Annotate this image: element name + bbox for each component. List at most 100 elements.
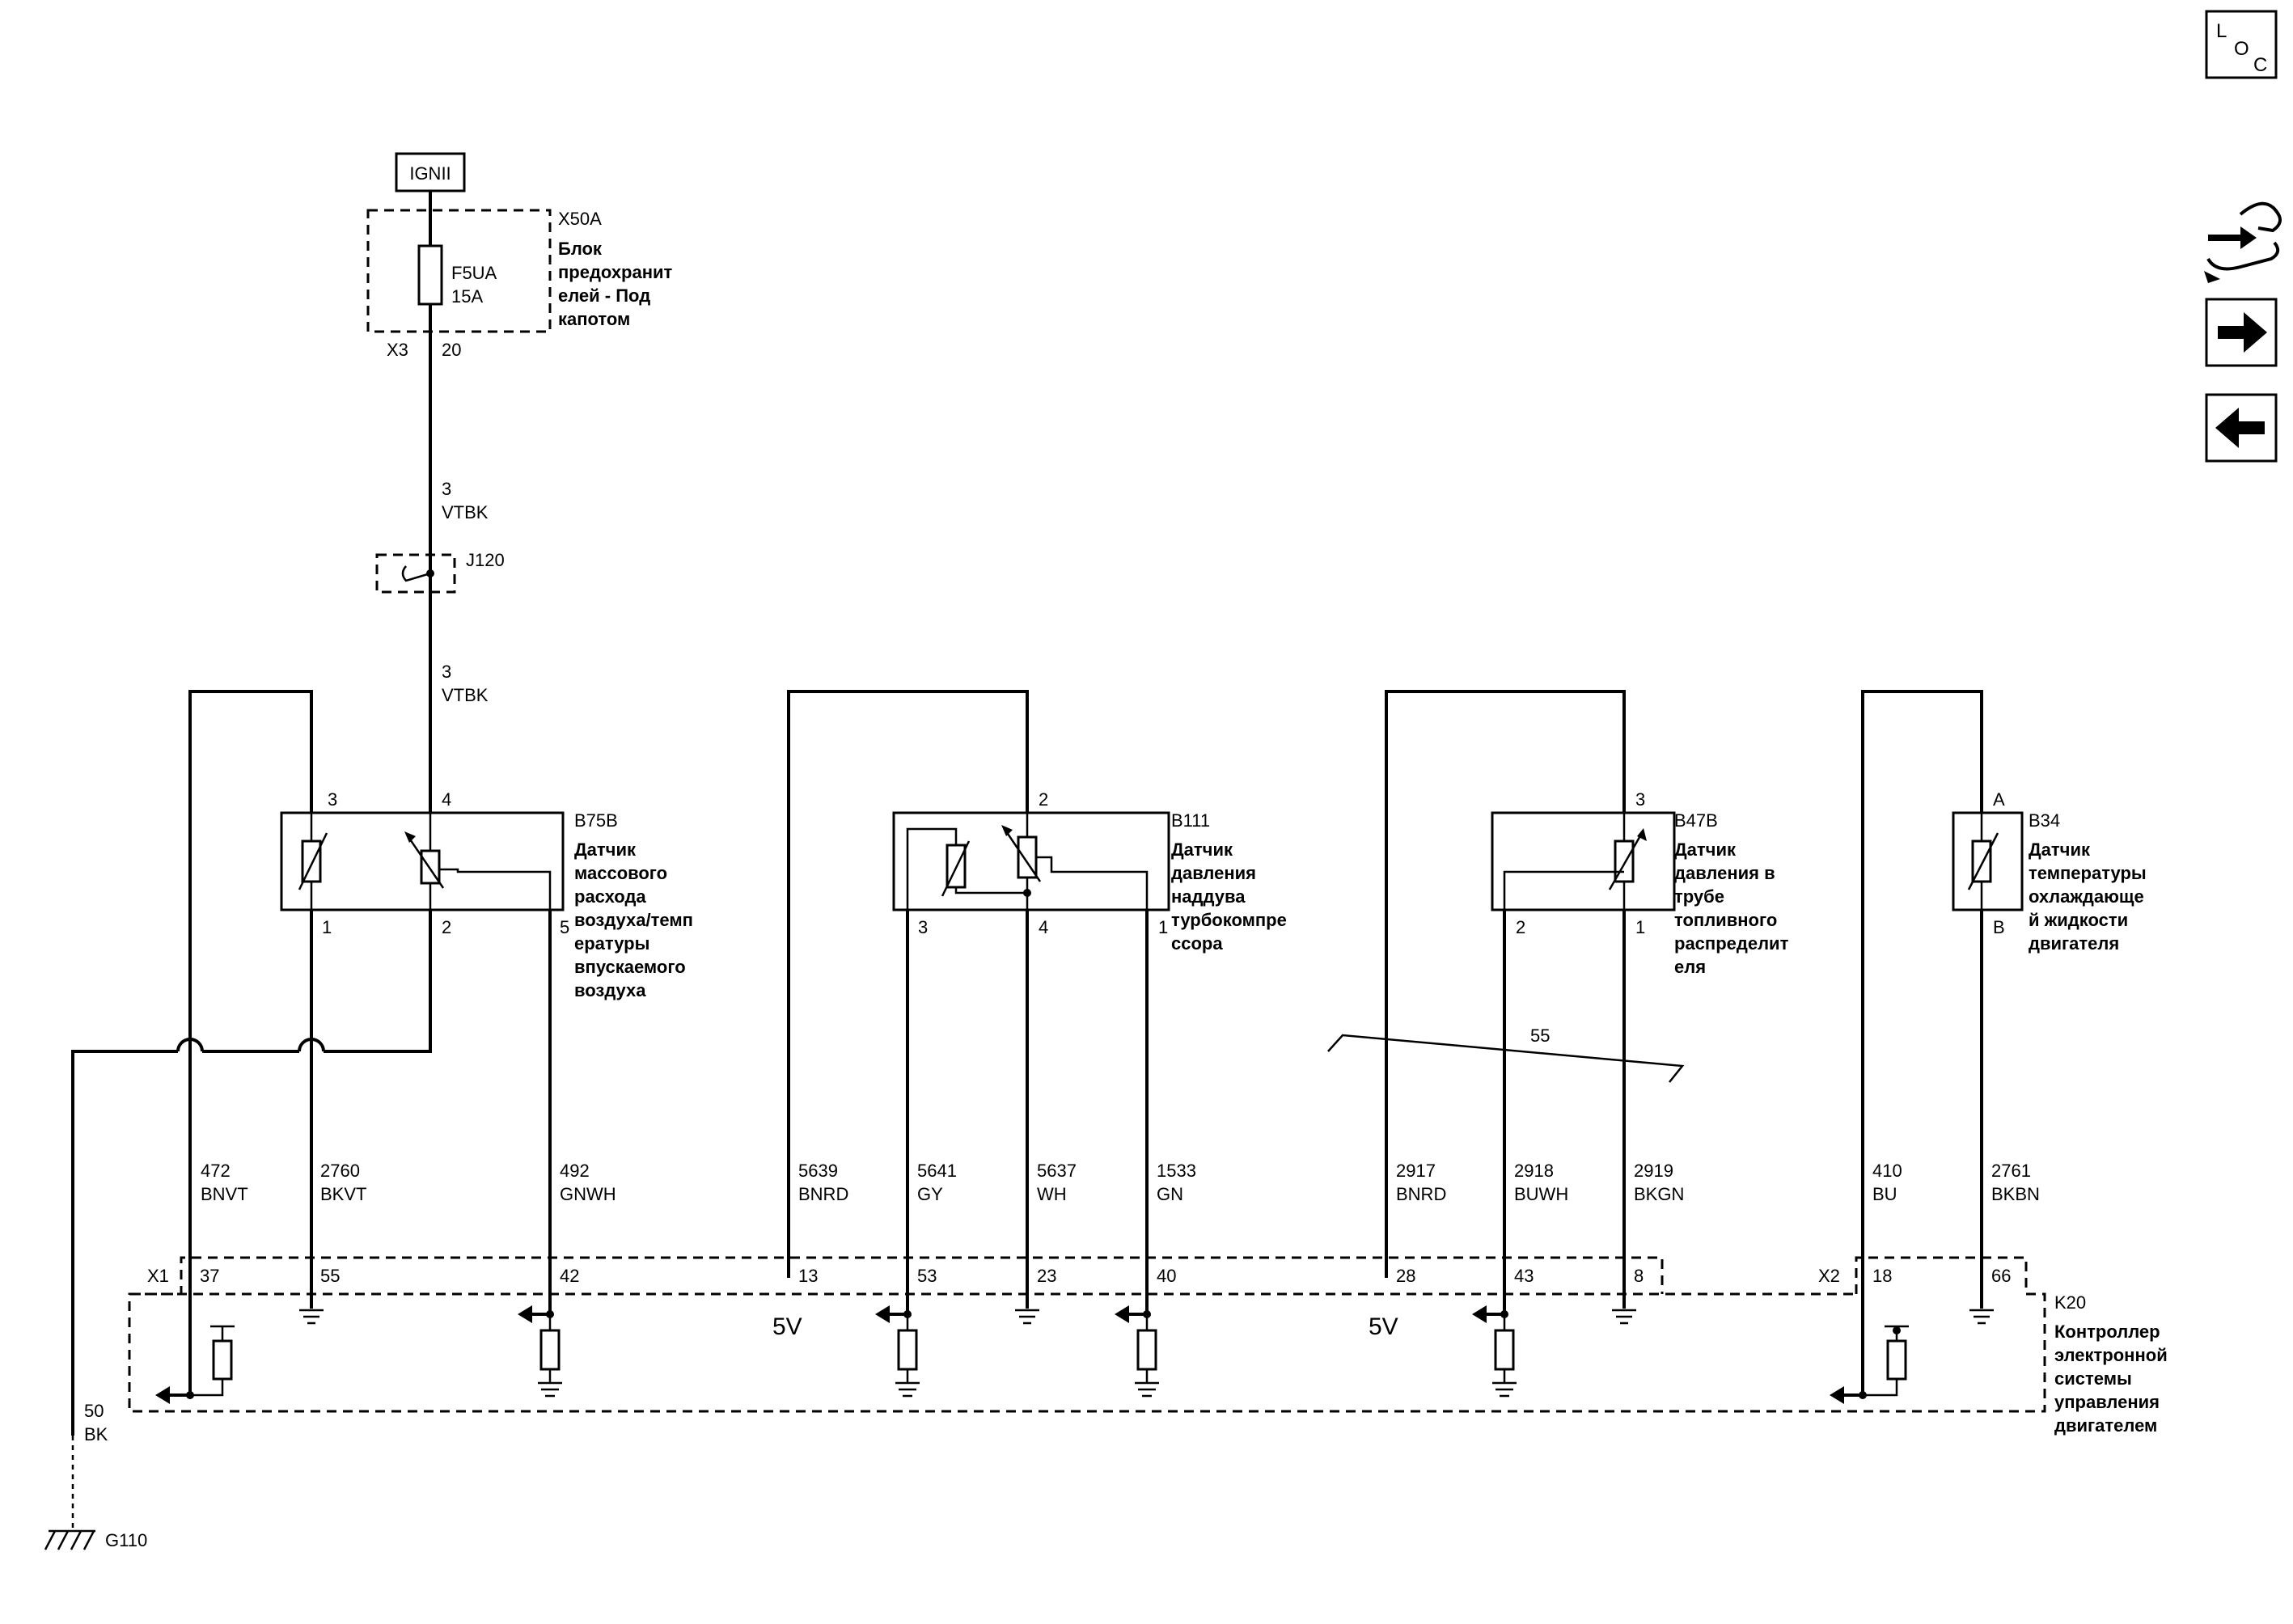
sensor-b47b: 3 2 1 B47B Датчик давления в трубе топли…: [1385, 690, 1789, 1278]
b75b-desc-5: ературы: [574, 933, 649, 954]
wire-label-5637: 5637: [1037, 1161, 1077, 1181]
b111-pin-3: 3: [918, 917, 928, 937]
fuse-rating: 15A: [451, 286, 483, 307]
fuse-block-desc-1: Блок: [558, 239, 603, 259]
b47b-desc-6: еля: [1674, 957, 1706, 977]
b47b-pin-3: 3: [1635, 789, 1645, 810]
b111-id: B111: [1171, 810, 1210, 831]
ecm-desc-1: Контроллер: [2054, 1322, 2160, 1342]
ecm-5v-label-2: 5V: [1369, 1313, 1398, 1340]
wire-color-2760: BKVT: [320, 1184, 366, 1204]
wire-label-5639: 5639: [798, 1161, 838, 1181]
connector-x1: X1: [147, 1266, 169, 1286]
b75b-pin-5: 5: [560, 917, 569, 937]
ecm-pin-42: 42: [560, 1266, 579, 1286]
wire-label-492: 492: [560, 1161, 590, 1181]
b47b-pin-1: 1: [1635, 917, 1645, 937]
wire-label-2761: 2761: [1991, 1161, 2031, 1181]
connector-x2-header: [1855, 1256, 2028, 1294]
connector-x1-header: [131, 1256, 1664, 1296]
crossover-2760: [298, 1038, 325, 1052]
fuse-connector: X3: [387, 340, 408, 360]
b34-pin-b: B: [1993, 917, 2005, 937]
fuse-block-id: X50A: [558, 209, 602, 229]
location-view-button[interactable]: L O C: [2205, 10, 2278, 79]
ground-wire-color: BK: [84, 1424, 108, 1444]
ecm-desc-2: электронной: [2054, 1345, 2168, 1365]
ecm-pin-66: 66: [1991, 1266, 2011, 1286]
b75b-desc-7: воздуха: [574, 980, 646, 1000]
ecm-ground-66: [1969, 1309, 1994, 1325]
connector-x2: X2: [1818, 1266, 1840, 1286]
loc-letter-l: L: [2216, 20, 2227, 42]
b34-pin-a: A: [1993, 789, 2005, 810]
shield-drain-circuit: 55: [1530, 1026, 1550, 1046]
ground-wire-circuit: 50: [84, 1401, 104, 1421]
ecm-pulldown-2918: [1472, 1305, 1517, 1398]
b111-desc-1: Датчик: [1171, 839, 1233, 860]
wire-color-492: GNWH: [560, 1184, 616, 1204]
b75b-pin-4: 4: [442, 789, 451, 810]
b47b-desc-4: топливного: [1674, 910, 1777, 930]
wire-410-loop: [1861, 690, 1983, 1395]
ignition-source: IGNII: [395, 152, 466, 192]
crossover-472: [176, 1038, 204, 1052]
wire-color-2918: BUWH: [1514, 1184, 1568, 1204]
wire-color-2917: BNRD: [1396, 1184, 1446, 1204]
b47b-desc-1: Датчик: [1674, 839, 1737, 860]
ecm-5v-label-1: 5V: [772, 1313, 802, 1340]
b34-desc-1: Датчик: [2029, 839, 2091, 860]
fuse-name: F5UA: [451, 263, 497, 283]
ecm-pullup-410: [1830, 1325, 1909, 1404]
wire-label-2760: 2760: [320, 1161, 360, 1181]
b111-desc-3: наддува: [1171, 886, 1246, 907]
ecm-pulldown-492: [518, 1305, 562, 1398]
ecm-desc-3: системы: [2054, 1368, 2132, 1389]
wire-color-2919: BKGN: [1634, 1184, 1684, 1204]
wire-label-472: 472: [201, 1161, 231, 1181]
fuse-block: X50A Блок предохранит елей - Под капотом…: [366, 209, 673, 360]
b111-desc-2: давления: [1171, 863, 1256, 883]
b47b-desc-3: трубе: [1674, 886, 1724, 907]
ecm-pin-55: 55: [320, 1266, 340, 1286]
b47b-desc-5: распределит: [1674, 933, 1789, 954]
feed-wire-2-color: VTBK: [442, 685, 489, 705]
splice-j120: J120: [375, 550, 505, 594]
ecm-pin-40: 40: [1157, 1266, 1176, 1286]
loc-letter-c: C: [2253, 54, 2267, 76]
next-page-button[interactable]: [2205, 298, 2278, 367]
b111-pin-4: 4: [1039, 917, 1048, 937]
loc-letter-o: O: [2234, 38, 2249, 60]
connector-info-button[interactable]: [2204, 201, 2282, 283]
ecm-pullup-472: [155, 1278, 235, 1404]
ecm-ground-23: [1015, 1309, 1039, 1325]
feed-wire-2-circuit: 3: [442, 662, 451, 682]
wire-5639-loop: [787, 690, 1029, 1278]
ecm-pin-53: 53: [917, 1266, 937, 1286]
wire-2917-loop: [1385, 690, 1626, 1278]
wire-color-5639: BNRD: [798, 1184, 848, 1204]
ecm-desc-4: управления: [2054, 1392, 2160, 1412]
ecm-id: K20: [2054, 1292, 2086, 1313]
previous-page-button[interactable]: [2205, 393, 2278, 463]
ecm-pin-43: 43: [1514, 1266, 1534, 1286]
ecm-pin-13: 13: [798, 1266, 818, 1286]
ecm-ground-55: [299, 1309, 324, 1325]
b47b-id: B47B: [1674, 810, 1718, 831]
fuse-block-desc-4: капотом: [558, 309, 630, 329]
b34-desc-3: охлаждающе: [2029, 886, 2144, 907]
wire-label-5641: 5641: [917, 1161, 957, 1181]
shield-drain-marker: 55: [1327, 1026, 1685, 1083]
wire-472-loop: [188, 690, 313, 1278]
ecm-pin-23: 23: [1037, 1266, 1056, 1286]
feed-wire-1-color: VTBK: [442, 502, 489, 522]
b75b-desc-2: массового: [574, 863, 667, 883]
wire-label-1533: 1533: [1157, 1161, 1196, 1181]
ignition-source-label: IGNII: [409, 163, 451, 184]
ecm-k20: X1 X2 37 55 42 13 53 23 40 28 43 8 18 66…: [128, 1256, 2168, 1436]
b47b-desc-2: давления в: [1674, 863, 1775, 883]
sensor-b34: A B B34 Датчик температуры охлаждающе й …: [1861, 690, 2147, 1395]
wire-labels: 472 BNVT 2760 BKVT 492 GNWH 5639 BNRD 56…: [201, 1161, 2040, 1204]
b75b-id: B75B: [574, 810, 618, 831]
